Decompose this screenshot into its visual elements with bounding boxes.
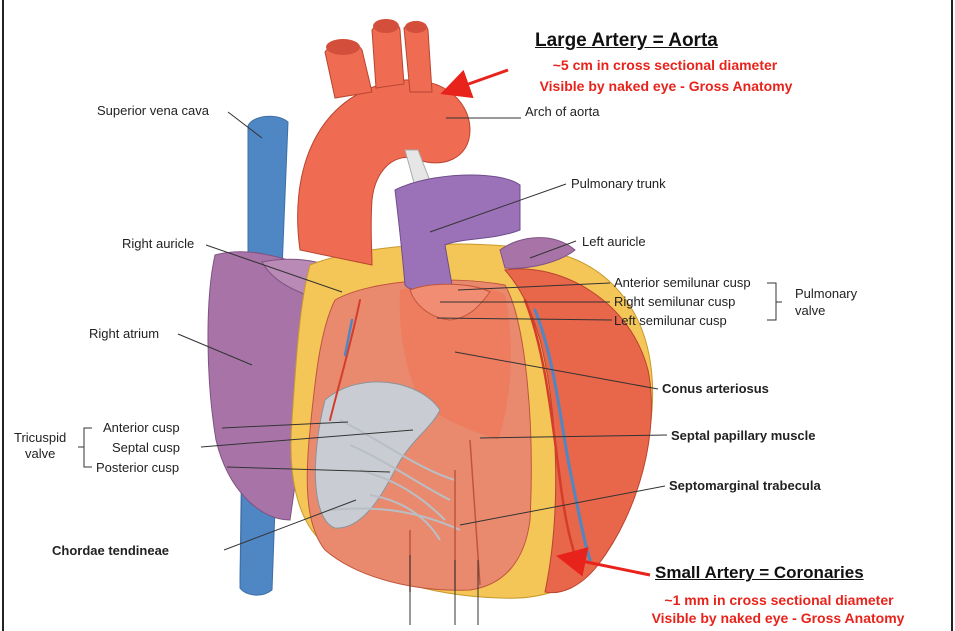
label-anterior-semilunar-cusp: Anterior semilunar cusp: [614, 275, 751, 290]
label-chordae-tendineae: Chordae tendineae: [52, 543, 169, 558]
large-artery-line2: Visible by naked eye - Gross Anatomy: [483, 78, 849, 94]
large-artery-line1: ~5 cm in cross sectional diameter: [510, 57, 820, 73]
label-left-semilunar-cusp: Left semilunar cusp: [614, 313, 727, 328]
small-artery-line1: ~1 mm in cross sectional diameter: [622, 592, 936, 608]
small-artery-title: Small Artery = Coronaries: [655, 563, 864, 583]
label-right-atrium: Right atrium: [89, 326, 159, 341]
label-right-semilunar-cusp: Right semilunar cusp: [614, 294, 735, 309]
small-artery-line2: Visible by naked eye - Gross Anatomy: [608, 610, 948, 626]
label-arch-of-aorta: Arch of aorta: [525, 104, 599, 119]
label-superior-vena-cava: Superior vena cava: [97, 103, 209, 118]
label-tricuspid-valve-line2: valve: [25, 446, 55, 461]
label-pulmonary-trunk: Pulmonary trunk: [571, 176, 666, 191]
label-conus-arteriosus: Conus arteriosus: [662, 381, 769, 396]
label-anterior-cusp: Anterior cusp: [103, 420, 180, 435]
aortic-branch-opening-1: [326, 39, 360, 55]
label-posterior-cusp: Posterior cusp: [96, 460, 179, 475]
label-septal-cusp: Septal cusp: [112, 440, 180, 455]
label-pulmonary-valve-line1: Pulmonary: [795, 286, 857, 301]
label-pulmonary-valve-line2: valve: [795, 303, 825, 318]
label-septomarginal-trabecula: Septomarginal trabecula: [669, 478, 821, 493]
label-septal-papillary-muscle: Septal papillary muscle: [671, 428, 816, 443]
label-tricuspid-valve-line1: Tricuspid: [14, 430, 66, 445]
large-artery-title: Large Artery = Aorta: [535, 30, 718, 52]
aortic-branch-opening-2: [373, 19, 399, 33]
aortic-branch-opening-3: [405, 21, 427, 33]
label-right-auricle: Right auricle: [122, 236, 194, 251]
label-left-auricle: Left auricle: [582, 234, 646, 249]
